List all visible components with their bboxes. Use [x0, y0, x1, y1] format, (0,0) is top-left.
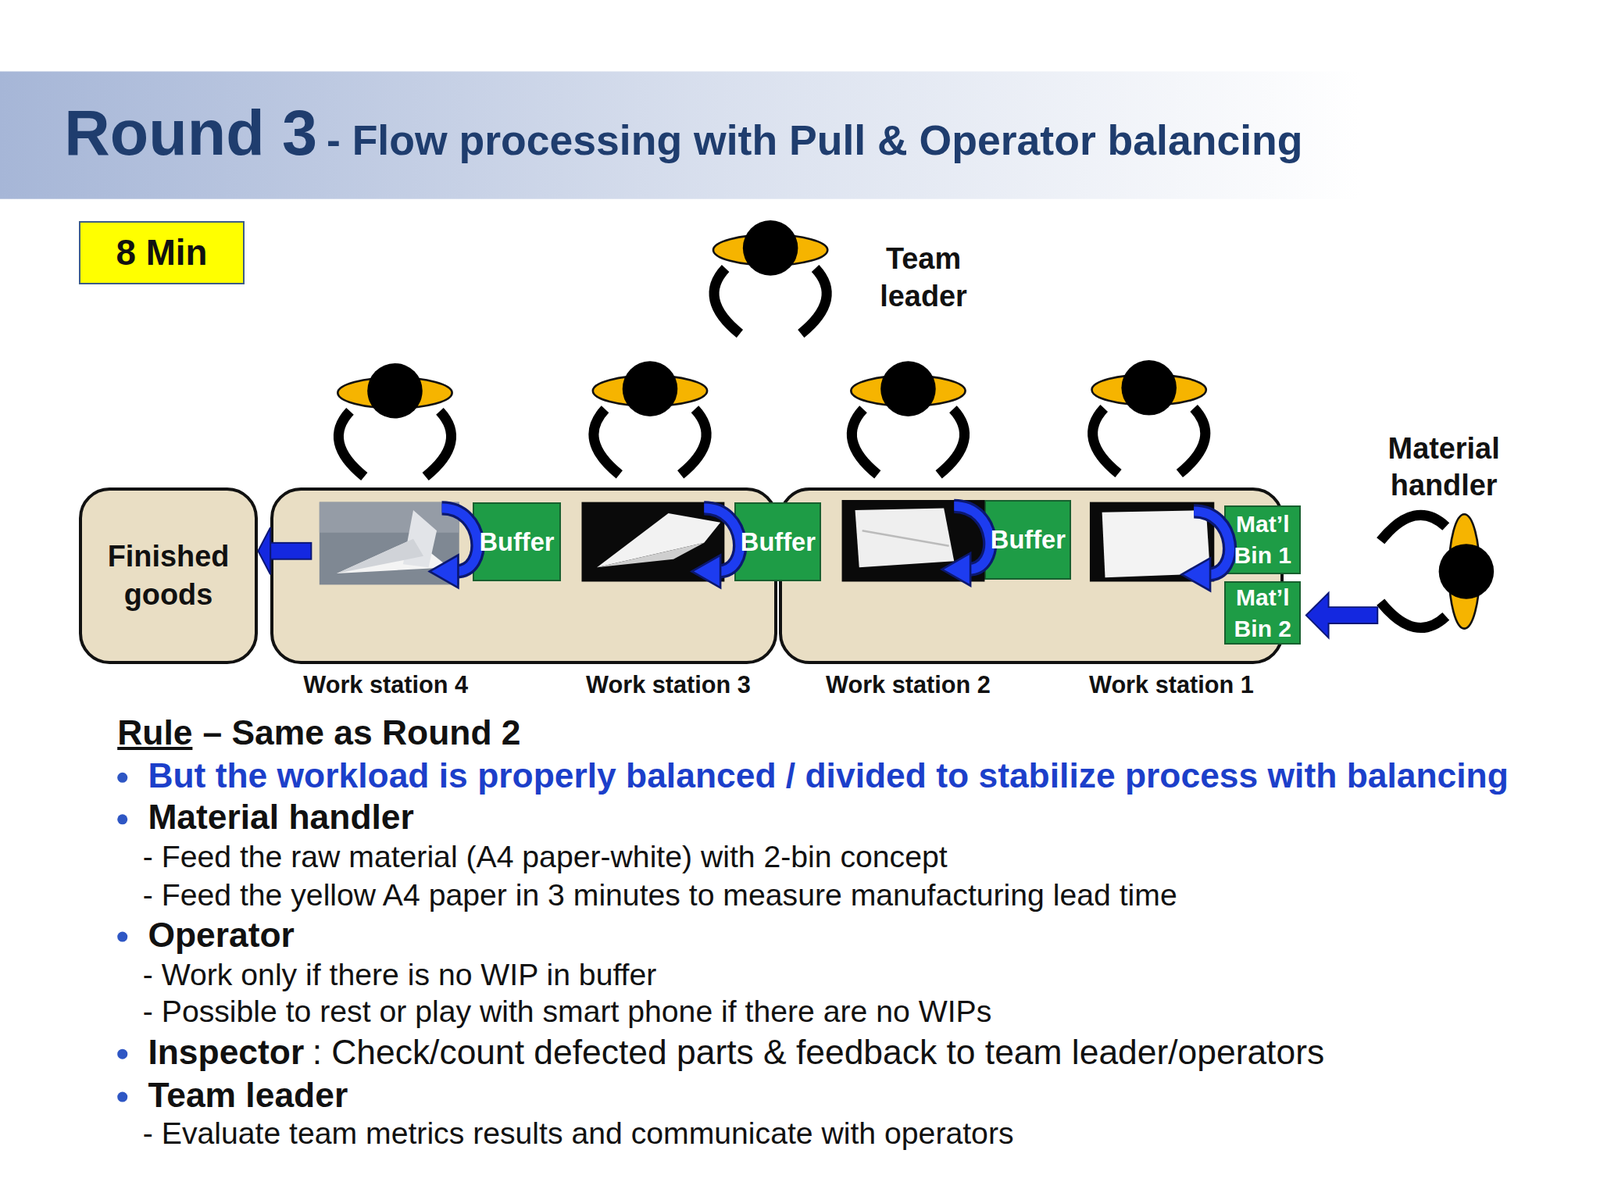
time-box: 8 Min	[78, 221, 246, 285]
bullet-dot	[117, 1092, 128, 1103]
bullet-text: - Evaluate team metrics results and comm…	[142, 1114, 1015, 1154]
node-text: Buffer	[478, 526, 554, 558]
buffer-box: Buffer	[984, 500, 1072, 580]
slide-subtitle: - Flow processing with Pull & Operator b…	[326, 119, 1304, 162]
text-row: - Feed the raw material (A4 paper-white)…	[142, 837, 948, 877]
text-row: Material handler	[147, 797, 414, 837]
node-text: Mat’l Bin 1	[1225, 508, 1300, 572]
bullet-heading: Material handler	[147, 797, 414, 837]
bullet-dot	[117, 772, 128, 783]
text-row: - Possible to rest or play with smart ph…	[142, 992, 992, 1032]
finished-goods-box: Finished goods	[78, 487, 259, 665]
station-label: Work station 2	[806, 671, 1011, 700]
bullet-heading: Inspector	[147, 1032, 304, 1072]
operator-icon	[850, 360, 965, 475]
bullet-text: - Work only if there is no WIP in buffer	[142, 955, 658, 995]
bullet-text: - Feed the raw material (A4 paper-white)…	[142, 837, 948, 877]
text-row: Team leader	[147, 1075, 348, 1115]
flow-arrow	[257, 527, 271, 575]
bullet-heading: – Same as Round 2	[202, 713, 521, 753]
line-section: Work station 2Work station 1BufferBuffer…	[778, 487, 1285, 665]
bullet-dot	[117, 1049, 128, 1060]
bullet-text: : Check/count defected parts & feedback …	[312, 1032, 1325, 1072]
station-label: Work station 4	[283, 671, 488, 700]
material-bin: Mat’l Bin 1	[1224, 505, 1301, 575]
text-row: But the workload is properly balanced / …	[147, 756, 1508, 796]
buffer-box: Buffer	[472, 502, 562, 583]
bullet-text: - Possible to rest or play with smart ph…	[142, 992, 992, 1032]
team-leader-icon	[713, 220, 828, 334]
bullet-dot	[117, 931, 128, 942]
operator-icon	[592, 360, 708, 475]
node-text: Buffer	[990, 524, 1066, 555]
title-band-fill	[0, 71, 1600, 199]
bullet-dot	[117, 814, 128, 825]
node-text: Finished goods	[92, 537, 246, 615]
text-row: - Feed the yellow A4 paper in 3 minutes …	[142, 875, 1178, 915]
operator-icon	[1092, 360, 1207, 474]
station-label: Work station 1	[1069, 671, 1274, 700]
node-text: Buffer	[740, 526, 816, 558]
bullet-heading: But the workload is properly balanced / …	[147, 756, 1508, 796]
text-row: Operator	[147, 915, 294, 955]
bullet-heading: Operator	[147, 915, 294, 955]
bullet-heading: Team leader	[147, 1075, 348, 1115]
text-row: - Evaluate team metrics results and comm…	[142, 1114, 1015, 1154]
text-row: Rule– Same as Round 2	[117, 713, 521, 753]
line-section: Work station 4Work station 3Buffer	[270, 487, 778, 665]
slide-title: Round 3	[64, 101, 318, 165]
node-text: Mat’l Bin 2	[1225, 582, 1300, 645]
bullet-text: - Feed the yellow A4 paper in 3 minutes …	[142, 875, 1178, 915]
feed-arrow	[1306, 592, 1378, 638]
role-label: Team leader	[862, 239, 986, 316]
operator-icon	[337, 363, 452, 477]
role-label: Material handler	[1372, 430, 1516, 504]
text-row: Inspector: Check/count defected parts & …	[147, 1032, 1325, 1072]
buffer-box: Buffer	[734, 502, 822, 583]
material-handler-icon	[1380, 514, 1494, 629]
bullet-heading: Rule	[117, 713, 193, 753]
material-bin: Mat’l Bin 2	[1224, 581, 1301, 645]
station-label: Work station 3	[566, 671, 771, 700]
text-row: - Work only if there is no WIP in buffer	[142, 955, 658, 995]
node-text: 8 Min	[116, 232, 208, 274]
